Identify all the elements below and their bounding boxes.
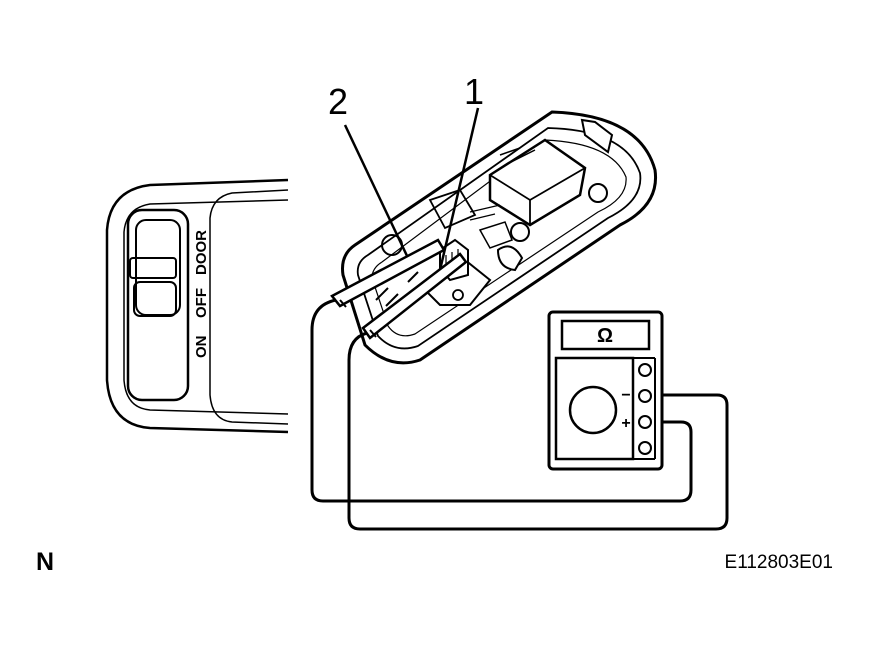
callout-2-label: 2 <box>328 81 348 122</box>
callout-leaders <box>343 107 480 271</box>
corner-mark: N <box>36 548 54 576</box>
test-lead-minus <box>347 331 729 531</box>
test-leads <box>310 298 729 531</box>
switch-label-on: ON <box>193 336 210 359</box>
callout-2-leader <box>343 124 410 259</box>
terminal-plus <box>638 415 652 429</box>
ohmmeter-symbol: Ω <box>597 325 613 347</box>
test-lead-plus <box>310 298 693 503</box>
switch-label-door: DOOR <box>193 230 210 275</box>
terminal-minus-label: − <box>621 387 630 404</box>
tester-probes <box>330 238 468 340</box>
terminal-1 <box>638 363 652 377</box>
ohmmeter-selector-dial <box>568 385 618 435</box>
terminal-4 <box>638 441 652 455</box>
probe-upper <box>330 238 446 308</box>
probe-lower <box>361 252 468 340</box>
switch-label-off: OFF <box>193 288 210 318</box>
callout-1-label: 1 <box>464 71 484 112</box>
lamp-housing <box>341 110 658 365</box>
figure-code: E112803E01 <box>725 552 833 573</box>
ohmmeter <box>547 310 664 471</box>
ohmmeter-display <box>560 319 651 351</box>
terminal-minus <box>638 389 652 403</box>
callout-1-leader <box>438 107 480 271</box>
terminal-plus-label: + <box>621 415 630 432</box>
room-lamp-switch-panel <box>105 178 289 434</box>
